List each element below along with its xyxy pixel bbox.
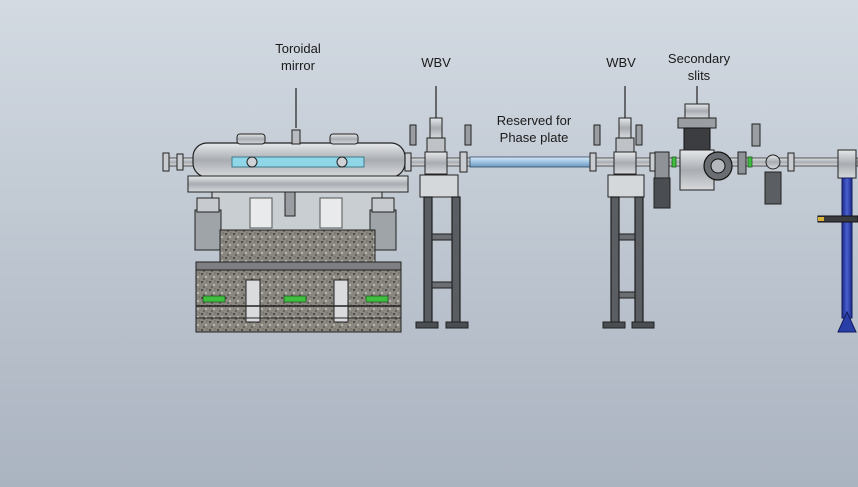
secondary-slits xyxy=(653,86,782,209)
secondary-slits-label-line2: slits xyxy=(687,68,711,83)
wbv-2 xyxy=(593,86,655,329)
wbv-2-label: WBV xyxy=(606,55,636,70)
secondary-slits-label-line1: Secondary xyxy=(667,51,731,66)
phase-plate-pipe xyxy=(469,156,596,168)
phase-plate-label-line1: Reserved for xyxy=(496,113,572,128)
mirror-window xyxy=(231,156,365,168)
wbv-1-label: WBV xyxy=(421,55,451,70)
toroidal-mirror-label-line2: mirror xyxy=(281,58,315,73)
phase-plate-label-line2: Phase plate xyxy=(499,130,569,145)
wbv-1 xyxy=(409,86,472,329)
secondary-slits-label: Secondary slits xyxy=(657,50,741,84)
toroidal-mirror-label-line1: Toroidal xyxy=(275,41,321,56)
toroidal-mirror-chamber xyxy=(187,88,409,333)
phase-plate-label: Reserved for Phase plate xyxy=(482,112,586,146)
toroidal-mirror-label: Toroidal mirror xyxy=(258,40,338,74)
blue-stand xyxy=(817,149,858,333)
